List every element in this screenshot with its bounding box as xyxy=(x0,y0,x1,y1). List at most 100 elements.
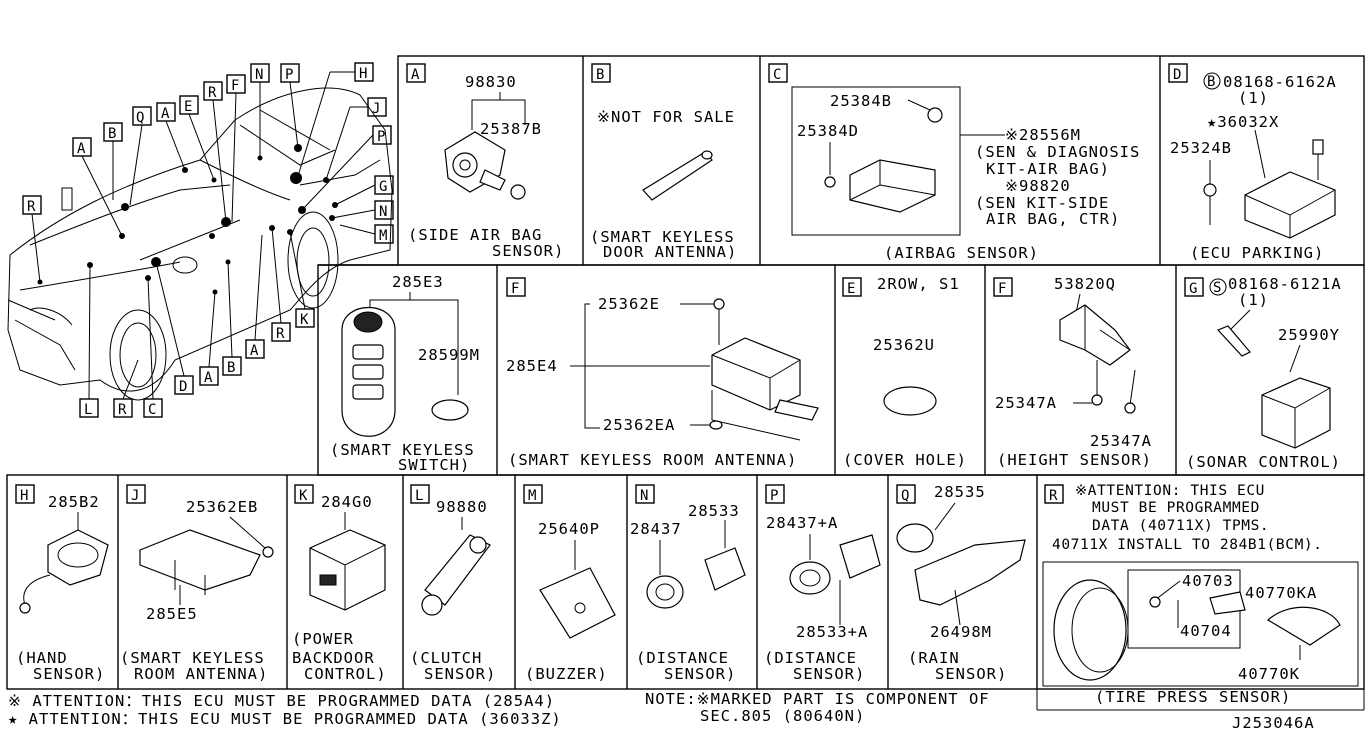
part-label: N xyxy=(640,488,648,504)
part-label: 285E3 xyxy=(392,273,444,291)
callout-a-mid: A xyxy=(245,234,265,359)
part-label: R xyxy=(276,326,285,342)
part-label: F xyxy=(231,78,239,94)
callout-b-mid: B xyxy=(222,261,242,376)
callout-a-top2: A xyxy=(156,102,186,171)
callout-h: H xyxy=(297,62,374,177)
part-label: 25362U xyxy=(873,336,935,354)
panel-g-sonar-control: G S 08168-6121A (1) 25990Y (SONAR CONTRO… xyxy=(1184,275,1341,471)
part-label: 25347A xyxy=(1090,432,1152,450)
panel-q-rain-sensor: Q 28535 26498M (RAIN SENSOR) xyxy=(896,483,1026,683)
callout-m: M xyxy=(339,224,394,244)
part-label: 25362EA xyxy=(603,416,675,434)
part-label: M xyxy=(528,488,536,504)
part-label: 25362E xyxy=(598,295,660,313)
part-label: R xyxy=(208,85,217,101)
car-callouts: A B Q A E R F N P H J P G N M R K R A B … xyxy=(22,62,394,418)
part-label: J xyxy=(131,488,139,504)
part-label: NOTE:※MARKED PART IS COMPONENT OF xyxy=(645,690,990,708)
part-label: (HEIGHT SENSOR) xyxy=(997,451,1152,469)
part-label: (DISTANCE xyxy=(636,649,729,667)
callout-r-top: R xyxy=(203,81,227,223)
part-label: (SMART KEYLESS xyxy=(120,649,265,667)
part-label: (SEN KIT-SIDE xyxy=(975,194,1109,212)
part-label: P xyxy=(285,67,293,83)
part-label: 25384D xyxy=(797,122,859,140)
callout-n-top: N xyxy=(250,63,270,158)
part-label: (DISTANCE xyxy=(764,649,857,667)
part-label: 28533 xyxy=(688,502,740,520)
part-label: B xyxy=(596,67,604,83)
panel-f-height-sensor: F 53820Q 25347A 25347A (HEIGHT SENSOR) xyxy=(993,275,1152,469)
part-label: K xyxy=(299,488,308,504)
part-label: 284G0 xyxy=(321,493,373,511)
part-label: (COVER HOLE) xyxy=(843,451,967,469)
part-label: (ECU PARKING) xyxy=(1190,244,1324,262)
part-label: (RAIN xyxy=(908,649,960,667)
part-label: 40703 xyxy=(1182,572,1234,590)
part-label: ※98820 xyxy=(1005,177,1071,195)
panel-e-cover-hole: E 2ROW, S1 25362U (COVER HOLE) xyxy=(842,275,967,469)
part-label: 08168-6162A xyxy=(1223,73,1337,91)
part-label: 25640P xyxy=(538,520,600,538)
part-label: (SMART KEYLESS xyxy=(330,441,475,459)
part-label: A xyxy=(161,106,170,122)
part-label: (SMART KEYLESS xyxy=(590,228,735,246)
panel-r-tire-press-sensor: R ※ATTENTION: THIS ECU MUST BE PROGRAMME… xyxy=(1042,483,1359,706)
part-label: AIR BAG, CTR) xyxy=(986,210,1120,228)
part-label: 25387B xyxy=(480,120,542,138)
panel-j-room-antenna: J 25362EB 285E5 (SMART KEYLESS ROOM ANTE… xyxy=(120,484,274,683)
part-label: 40711X INSTALL TO 284B1(BCM). xyxy=(1052,537,1323,553)
panel-grid xyxy=(6,55,1365,711)
part-label: ★36032X xyxy=(1207,113,1279,131)
part-label: A xyxy=(250,343,259,359)
panel-f-room-antenna: F 25362E 285E4 25362EA (SMART KEYLESS RO… xyxy=(506,277,819,469)
callout-p-right: P xyxy=(301,125,392,211)
part-label: 53820Q xyxy=(1054,275,1116,293)
part-label: (SONAR CONTROL) xyxy=(1186,453,1341,471)
part-label: ROOM ANTENNA) xyxy=(134,665,268,683)
part-label: 25362EB xyxy=(186,498,258,516)
part-label: ※ ATTENTION：THIS ECU MUST BE PROGRAMMED … xyxy=(8,692,555,710)
part-label: P xyxy=(770,488,778,504)
part-label: (BUZZER) xyxy=(525,665,608,683)
panel-n-distance-sensor: N 28533 28437 (DISTANCE SENSOR) xyxy=(630,484,746,683)
callout-a-bot: A xyxy=(199,291,219,386)
part-label: L xyxy=(84,402,92,418)
part-label: K xyxy=(300,312,309,328)
part-label: C xyxy=(148,402,156,418)
part-label: 26498M xyxy=(930,623,992,641)
part-label: R xyxy=(1049,488,1058,504)
callout-q-top: Q xyxy=(129,106,152,206)
part-label: SENSOR) xyxy=(793,665,865,683)
callout-c: C xyxy=(143,277,163,418)
part-label: A xyxy=(77,141,86,157)
callout-f-top: F xyxy=(226,74,246,223)
part-label: G xyxy=(379,179,387,195)
part-label: SENSOR) xyxy=(492,242,564,260)
part-label: A xyxy=(411,67,420,83)
part-label: 28437+A xyxy=(766,514,838,532)
part-label: (1) xyxy=(1238,291,1269,309)
part-label: R xyxy=(27,199,36,215)
part-label: Q xyxy=(901,488,909,504)
part-label: SENSOR) xyxy=(424,665,496,683)
part-label: SEC.805 (80640N) xyxy=(700,707,865,725)
part-label: (AIRBAG SENSOR) xyxy=(884,244,1039,262)
part-label: B xyxy=(1207,74,1215,90)
callout-a-top: A xyxy=(72,137,123,237)
part-label: S xyxy=(1213,280,1221,296)
part-label: (SEN & DIAGNOSIS xyxy=(975,143,1140,161)
part-label: 40770KA xyxy=(1245,584,1317,602)
part-label: N xyxy=(379,204,387,220)
part-label: ※ATTENTION: THIS ECU xyxy=(1075,483,1265,499)
part-label: (TIRE PRESS SENSOR) xyxy=(1095,688,1291,706)
part-label: 285B2 xyxy=(48,493,100,511)
part-label: N xyxy=(255,67,263,83)
callout-r-bot: R xyxy=(113,359,139,418)
callout-g: G xyxy=(334,175,394,206)
part-label: ※NOT FOR SALE xyxy=(597,108,735,126)
part-label: DOOR ANTENNA) xyxy=(603,243,737,261)
callout-k: K xyxy=(289,231,315,328)
